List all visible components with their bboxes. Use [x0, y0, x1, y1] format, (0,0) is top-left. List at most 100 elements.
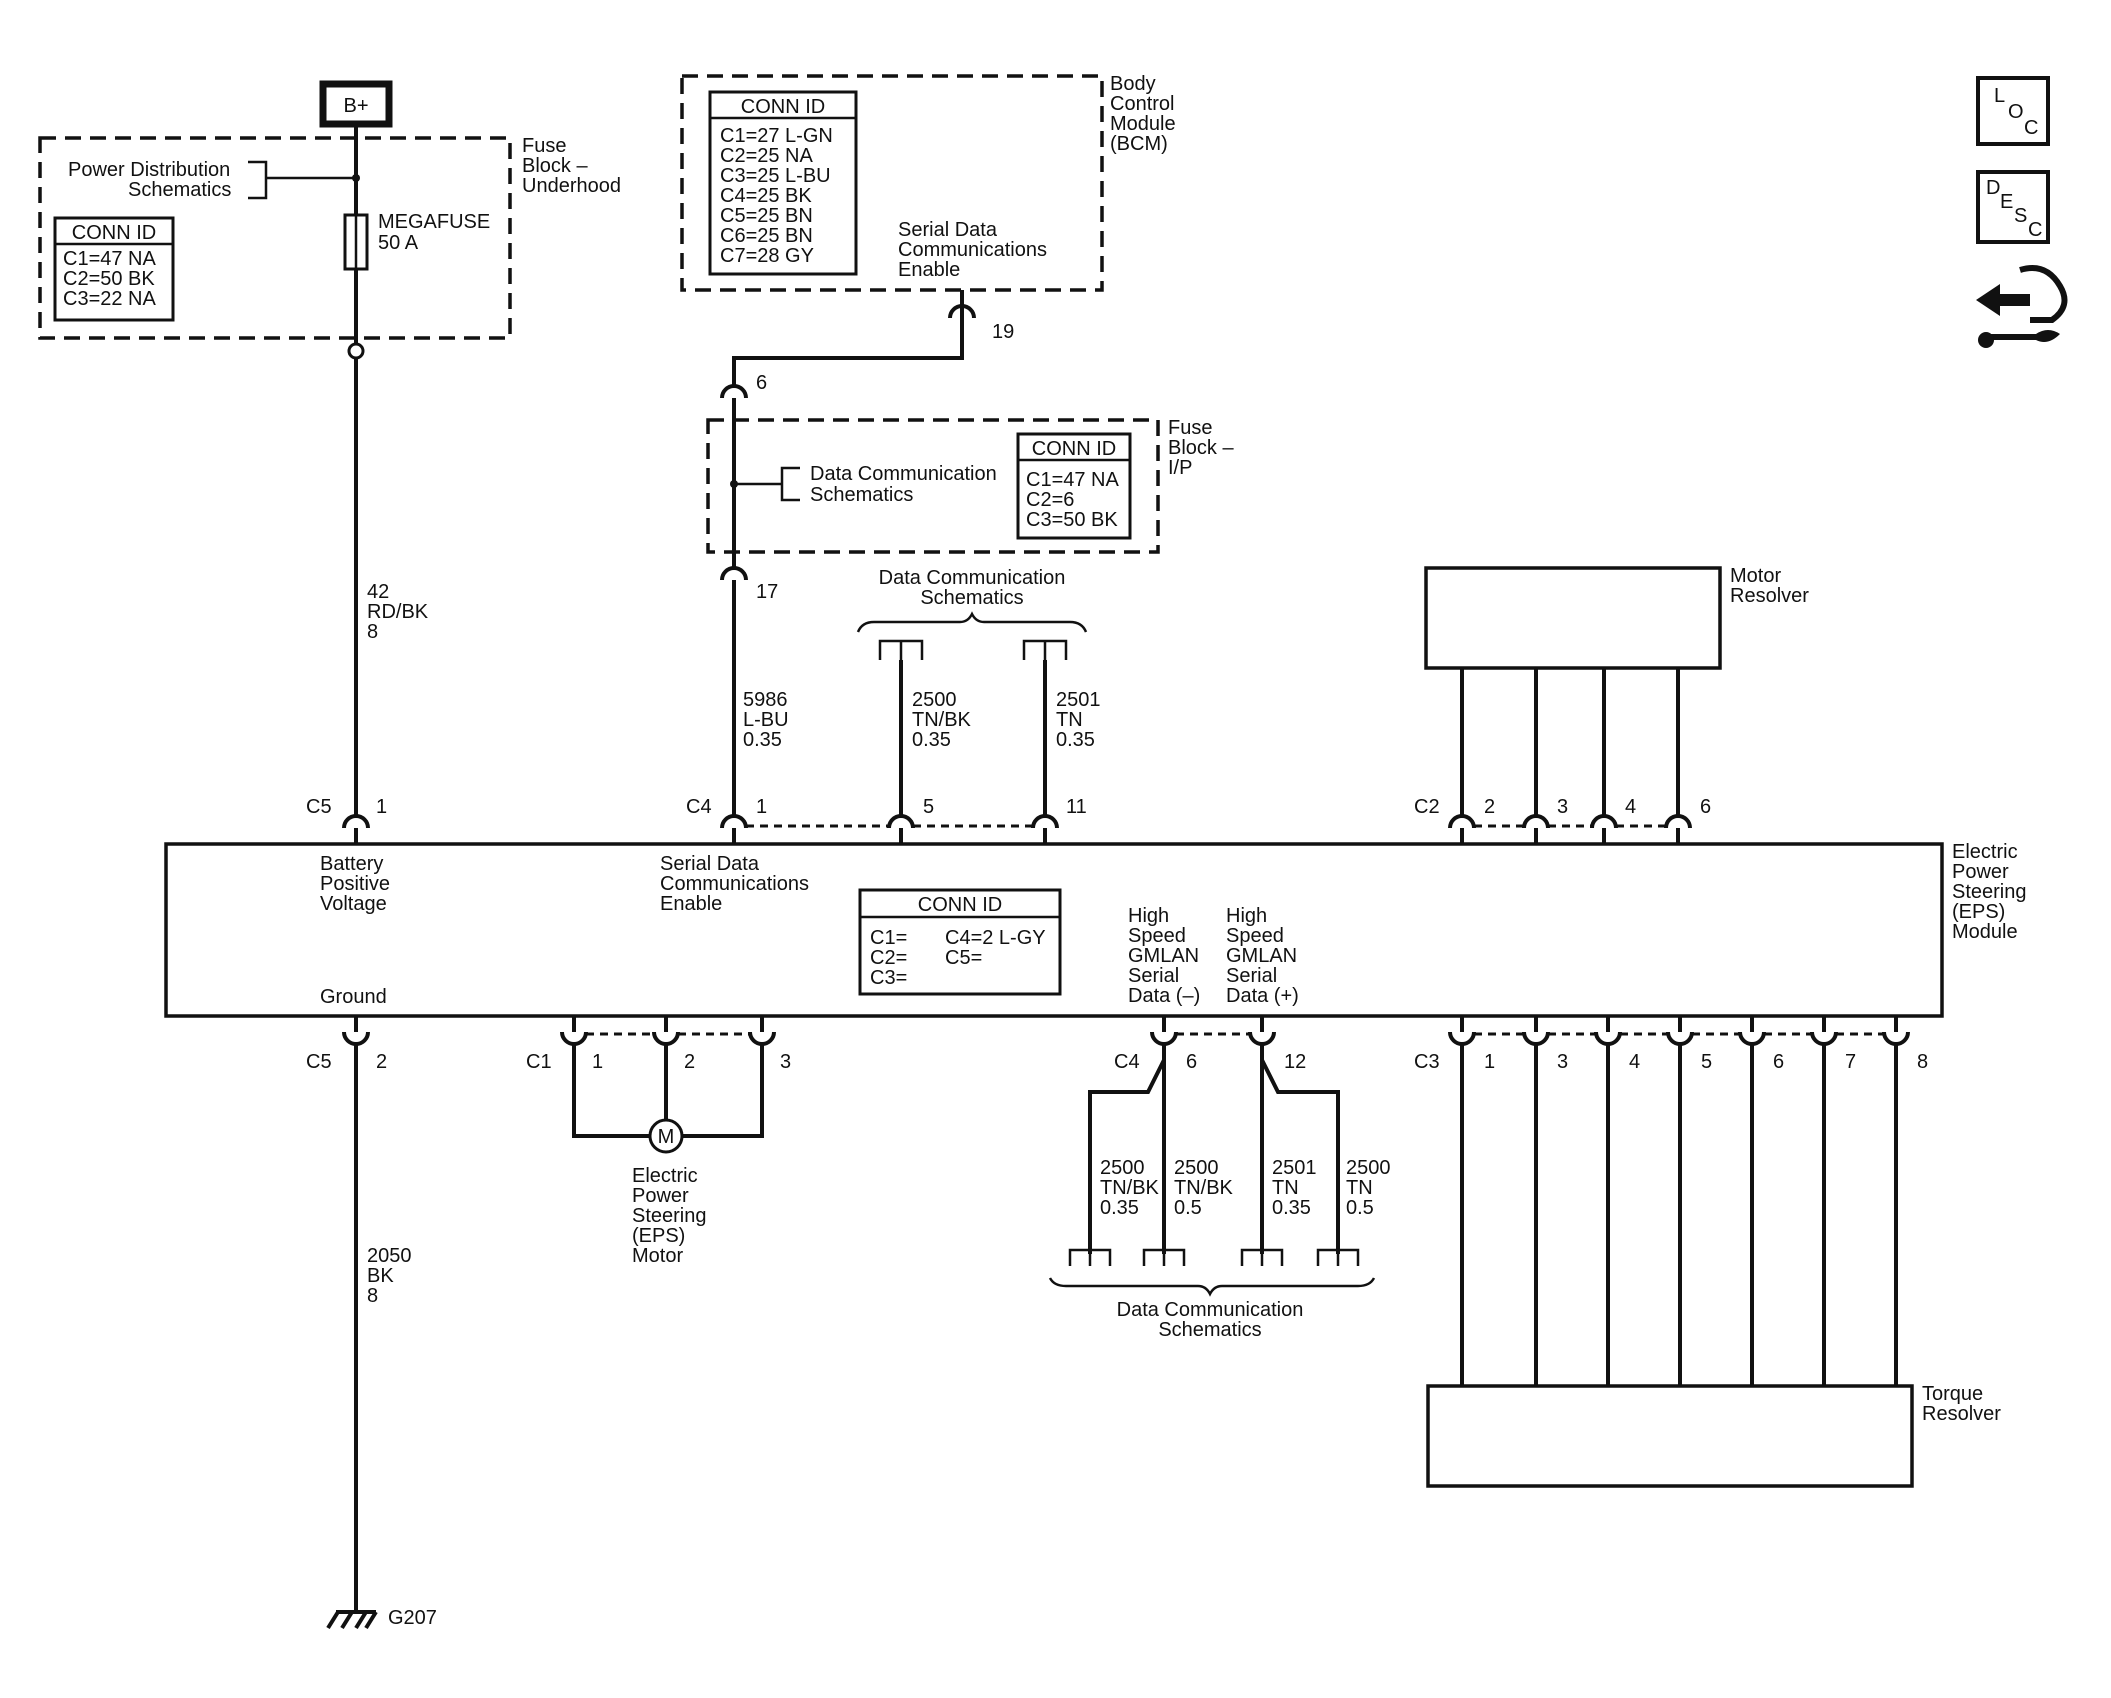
svg-text:C4: C4: [1114, 1051, 1140, 1073]
svg-text:8: 8: [367, 1285, 378, 1307]
power-distribution-link[interactable]: Power Distribution Schematics: [68, 159, 356, 201]
svg-text:L-BU: L-BU: [743, 709, 789, 731]
svg-text:O: O: [2008, 101, 2024, 123]
hs-gmlan-minus-label: High Speed GMLAN Serial Data (–): [1128, 905, 1200, 1007]
svg-text:High: High: [1128, 905, 1169, 927]
svg-text:C3=25 L-BU: C3=25 L-BU: [720, 165, 831, 187]
connector-c5-bottom: C5 2: [306, 1031, 387, 1073]
svg-text:Block –: Block –: [522, 155, 588, 177]
svg-text:2: 2: [376, 1051, 387, 1073]
eps-motor-symbol: M: [648, 1118, 684, 1154]
svg-text:3: 3: [780, 1051, 791, 1073]
svg-text:E: E: [2000, 191, 2013, 213]
svg-text:C3=50 BK: C3=50 BK: [1026, 509, 1118, 531]
svg-text:Power Distribution: Power Distribution: [68, 159, 230, 181]
loc-icon[interactable]: L O C: [1976, 76, 2050, 146]
motor-resolver-box: [1424, 566, 1722, 670]
svg-text:6: 6: [1700, 796, 1711, 818]
svg-text:4: 4: [1629, 1051, 1640, 1073]
connector-c2: C2 2 3 4 6: [1414, 796, 1711, 829]
svg-text:L: L: [1994, 85, 2005, 107]
svg-text:0.5: 0.5: [1346, 1197, 1374, 1219]
svg-text:7: 7: [1845, 1051, 1856, 1073]
eps-module-label: Electric Power Steering (EPS) Module: [1952, 841, 2027, 943]
wrench-arrow-icon[interactable]: [1976, 265, 2068, 348]
svg-text:(EPS): (EPS): [1952, 901, 2005, 923]
conn-id-eps: CONN ID C1= C2= C3= C4=2 L-GY C5=: [858, 888, 1062, 996]
svg-text:CONN ID: CONN ID: [741, 96, 825, 118]
fuse-block-ip-outline: [706, 418, 1160, 554]
wire-2500-top-label: 2500 TN/BK 0.35: [912, 689, 972, 751]
svg-text:Data Communication: Data Communication: [810, 463, 997, 485]
desc-icon[interactable]: D E S C: [1976, 170, 2050, 244]
svg-text:C5: C5: [306, 1051, 332, 1073]
svg-text:Data (–): Data (–): [1128, 985, 1200, 1007]
svg-text:Schematics: Schematics: [920, 587, 1023, 609]
svg-text:Resolver: Resolver: [1730, 585, 1809, 607]
bottom-terminal-2: [1142, 1248, 1186, 1266]
fuse-block-ip-label: Fuse Block – I/P: [1168, 417, 1234, 479]
svg-text:C2=6: C2=6: [1026, 489, 1074, 511]
conn-id-underhood: CONN ID C1=47 NA C2=50 BK C3=22 NA: [53, 216, 175, 322]
svg-text:Block –: Block –: [1168, 437, 1234, 459]
svg-text:5: 5: [1701, 1051, 1712, 1073]
top-2500-terminal: [878, 639, 924, 660]
svg-text:Serial: Serial: [1226, 965, 1277, 987]
svg-text:RD/BK: RD/BK: [367, 601, 429, 623]
b-plus-label: B+: [343, 95, 368, 117]
svg-text:Voltage: Voltage: [320, 893, 387, 915]
connector-c4-bottom: C4 6 12: [1114, 1031, 1306, 1073]
bottom-terminal-1: [1068, 1248, 1112, 1266]
svg-text:2050: 2050: [367, 1245, 412, 1267]
eps-serial-data-label: Serial Data Communications Enable: [660, 853, 809, 915]
connector-c1: C1 1 2 3: [526, 1031, 791, 1073]
svg-text:C7=28 GY: C7=28 GY: [720, 245, 814, 267]
svg-text:S: S: [2014, 205, 2027, 227]
svg-text:C1=47 NA: C1=47 NA: [63, 248, 156, 270]
svg-text:4: 4: [1625, 796, 1636, 818]
svg-text:0.35: 0.35: [743, 729, 782, 751]
wire-2501-bottom-label: 2501 TN 0.35: [1272, 1157, 1317, 1219]
fuse-ip-data-communication-link[interactable]: Data Communication Schematics: [734, 463, 997, 506]
megafuse-label: MEGAFUSE 50 A: [378, 211, 490, 254]
svg-text:Module: Module: [1952, 921, 2018, 943]
svg-text:0.35: 0.35: [1056, 729, 1095, 751]
svg-text:I/P: I/P: [1168, 457, 1192, 479]
wire-2500-bottom-1-label: 2500 TN/BK 0.35: [1100, 1157, 1160, 1219]
svg-text:1: 1: [592, 1051, 603, 1073]
top-2501-terminal: [1022, 639, 1068, 660]
svg-text:12: 12: [1284, 1051, 1306, 1073]
svg-text:Serial Data: Serial Data: [660, 853, 760, 875]
ground-g207-label: G207: [388, 1607, 437, 1629]
svg-text:0.35: 0.35: [912, 729, 951, 751]
bottom-data-communication-link[interactable]: Data Communication Schematics: [1048, 1277, 1376, 1341]
svg-text:0.35: 0.35: [1272, 1197, 1311, 1219]
svg-text:Battery: Battery: [320, 853, 383, 875]
svg-text:C2=50 BK: C2=50 BK: [63, 268, 155, 290]
svg-text:1: 1: [1484, 1051, 1495, 1073]
svg-text:Steering: Steering: [632, 1205, 707, 1227]
battery-positive-voltage-label: Battery Positive Voltage: [320, 853, 390, 915]
wire-42-label: 42 RD/BK 8: [367, 581, 429, 643]
top-data-communication-link[interactable]: Data Communication Schematics: [856, 567, 1088, 633]
splice-underhood: [347, 342, 365, 360]
svg-text:Data (+): Data (+): [1226, 985, 1299, 1007]
bcm-label: Body Control Module (BCM): [1110, 73, 1176, 155]
svg-text:2500: 2500: [1346, 1157, 1391, 1179]
svg-text:C: C: [2024, 117, 2038, 139]
svg-text:Schematics: Schematics: [1158, 1319, 1261, 1341]
fuse-ip-connector-6: [720, 384, 748, 399]
fuse-block-underhood-label: Fuse Block – Underhood: [522, 135, 621, 197]
svg-text:C1=47 NA: C1=47 NA: [1026, 469, 1119, 491]
svg-text:CONN ID: CONN ID: [918, 894, 1002, 916]
svg-text:2500: 2500: [1100, 1157, 1145, 1179]
svg-text:Serial Data: Serial Data: [898, 219, 998, 241]
connector-c3: C3 1 3 4 5 6 7 8: [1414, 1031, 1928, 1073]
svg-text:Fuse: Fuse: [1168, 417, 1212, 439]
svg-text:C6=25 BN: C6=25 BN: [720, 225, 813, 247]
svg-text:Positive: Positive: [320, 873, 390, 895]
fuse-block-underhood-outline: [38, 136, 512, 340]
svg-text:C2: C2: [1414, 796, 1440, 818]
svg-text:M: M: [658, 1126, 675, 1148]
